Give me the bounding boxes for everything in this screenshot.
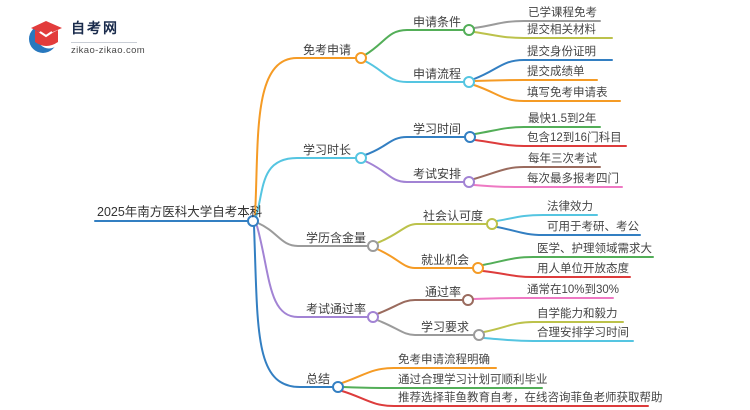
leaf-label: 每次最多报考四门 bbox=[527, 173, 619, 185]
wire-study-time bbox=[364, 136, 465, 156]
wire-leaf bbox=[482, 256, 654, 266]
wire-leaf bbox=[473, 166, 601, 180]
wire-exemption-application bbox=[254, 57, 357, 217]
wire-degree-value bbox=[257, 222, 369, 247]
leaf-label: 合理安排学习时间 bbox=[537, 327, 629, 339]
wire-study-requirements bbox=[376, 319, 475, 336]
leaf-label: 法律效力 bbox=[547, 201, 593, 213]
leaf-label: 通过合理学习计划可顺利毕业 bbox=[398, 374, 548, 386]
leaf-label: 推荐选择菲鱼教育自考，在线咨询菲鱼老师获取帮助 bbox=[398, 392, 663, 404]
leaf-label: 通常在10%到30% bbox=[527, 284, 620, 296]
wire-leaf bbox=[473, 31, 613, 39]
leaf-label: 提交身份证明 bbox=[527, 46, 596, 58]
leaf-label: 每年三次考试 bbox=[528, 153, 597, 165]
wire-leaf bbox=[473, 84, 621, 102]
node-label-study-requirements: 学习要求 bbox=[421, 320, 470, 334]
branch-label-degree-value: 学历含金量 bbox=[306, 231, 367, 245]
wire-leaf bbox=[473, 184, 623, 188]
leaf-label: 用人单位开放态度 bbox=[537, 263, 629, 275]
node-label-employment: 就业机会 bbox=[421, 253, 470, 267]
node-label-application-process: 申请流程 bbox=[413, 67, 462, 81]
node-handle-application-conditions bbox=[463, 24, 475, 36]
node-label-exam-schedule: 考试安排 bbox=[413, 167, 462, 181]
wire-application-process bbox=[364, 60, 464, 83]
root-node-handle bbox=[247, 215, 259, 227]
branch-label-study-duration: 学习时长 bbox=[303, 143, 352, 157]
site-logo: 自考网 zikao-zikao.com bbox=[28, 18, 145, 56]
leaf-label: 包含12到16门科目 bbox=[527, 132, 622, 144]
wire-leaf bbox=[341, 390, 649, 407]
wire-employment bbox=[376, 248, 474, 269]
node-handle-application-process bbox=[463, 76, 475, 88]
graduation-cap-icon bbox=[29, 21, 62, 53]
node-label-social-recognition: 社会认可度 bbox=[423, 209, 484, 223]
node-handle-social-recognition bbox=[486, 218, 498, 230]
leaf-label: 提交成绩单 bbox=[527, 66, 585, 78]
wire-study-duration bbox=[255, 157, 357, 218]
wire-leaf bbox=[474, 139, 627, 147]
branch-label-summary: 总结 bbox=[306, 372, 331, 386]
leaf-label: 已学课程免考 bbox=[528, 7, 597, 19]
wire-leaf bbox=[483, 321, 624, 333]
logo-domain: zikao-zikao.com bbox=[71, 45, 146, 56]
wire-leaf bbox=[496, 214, 598, 222]
branch-label-exemption-application: 免考申请 bbox=[303, 43, 352, 57]
leaf-label: 最快1.5到2年 bbox=[528, 113, 597, 125]
wire-social-recognition bbox=[376, 223, 488, 244]
wire-leaf bbox=[342, 386, 543, 389]
leaf-label: 填写免考申请表 bbox=[527, 87, 608, 99]
leaf-label: 提交相关材料 bbox=[527, 24, 596, 36]
leaf-label: 医学、护理领域需求大 bbox=[537, 243, 652, 255]
node-label-study-time: 学习时间 bbox=[413, 122, 462, 136]
logo-title: 自考网 bbox=[71, 20, 119, 36]
wire-pass-rate-value bbox=[376, 299, 464, 315]
branch-label-pass-rate: 考试通过率 bbox=[306, 302, 367, 316]
node-label-application-conditions: 申请条件 bbox=[413, 15, 462, 29]
wire-leaf bbox=[473, 79, 598, 82]
node-handle-pass-rate bbox=[367, 311, 379, 323]
wire-leaf bbox=[473, 59, 613, 80]
wire-application-conditions bbox=[364, 29, 464, 56]
logo-text-block: 自考网 zikao-zikao.com bbox=[71, 18, 145, 56]
wire-leaf bbox=[473, 20, 601, 29]
node-handle-exemption-application bbox=[355, 52, 367, 64]
wire-leaf bbox=[341, 367, 497, 384]
leaf-label: 自学能力和毅力 bbox=[537, 308, 618, 320]
node-handle-exam-schedule bbox=[463, 176, 475, 188]
leaf-label: 免考申请流程明确 bbox=[398, 354, 490, 366]
wire-leaf bbox=[482, 270, 631, 278]
node-handle-study-requirements bbox=[473, 329, 485, 341]
wire-leaf bbox=[472, 297, 614, 300]
node-handle-pass-rate-value bbox=[462, 294, 474, 306]
node-handle-summary bbox=[332, 381, 344, 393]
wire-leaf bbox=[496, 226, 641, 236]
root-node-label: 2025年南方医科大学自考本科 bbox=[97, 205, 263, 219]
wire-leaf bbox=[474, 126, 601, 135]
wire-summary bbox=[253, 225, 334, 388]
wire-exam-schedule bbox=[364, 160, 464, 183]
leaf-label: 可用于考研、考公 bbox=[547, 221, 639, 233]
node-handle-employment bbox=[472, 262, 484, 274]
node-handle-degree-value bbox=[367, 240, 379, 252]
node-label-pass-rate-value: 通过率 bbox=[425, 285, 462, 299]
wire-leaf bbox=[483, 337, 634, 342]
node-handle-study-time bbox=[464, 131, 476, 143]
logo-divider bbox=[71, 42, 137, 43]
wire-pass-rate bbox=[256, 225, 369, 318]
node-handle-study-duration bbox=[355, 152, 367, 164]
